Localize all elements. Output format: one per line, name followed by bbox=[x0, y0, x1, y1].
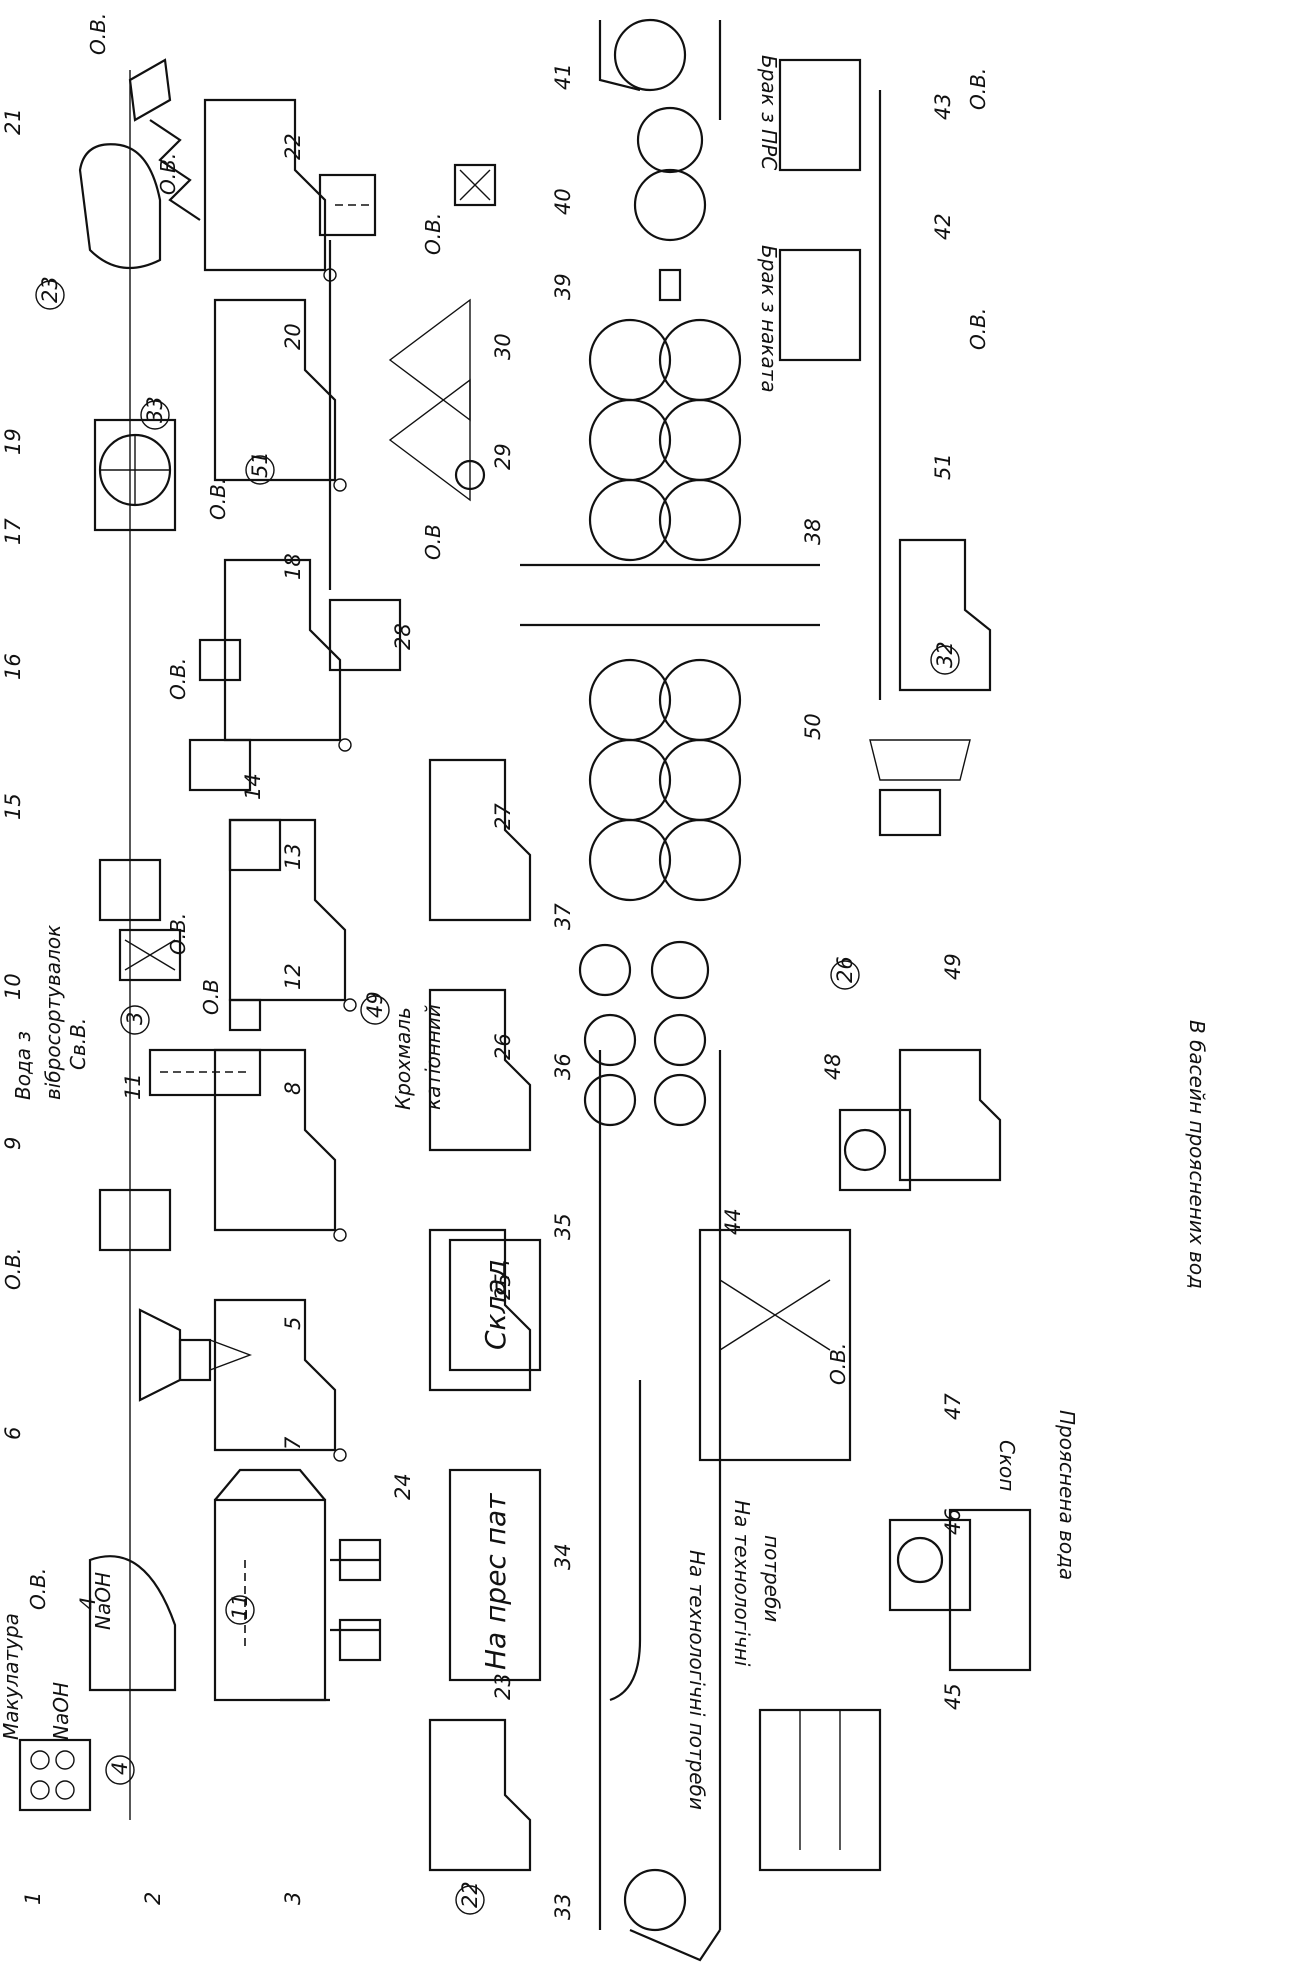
label-tech-b2: потреби bbox=[760, 1535, 784, 1622]
label-skyd: Скоп bbox=[995, 1440, 1019, 1491]
num-22: 22 bbox=[281, 133, 305, 160]
num-41: 41 bbox=[551, 63, 575, 90]
label-naoh-2: NaOH bbox=[91, 1572, 115, 1630]
num-34: 34 bbox=[551, 1543, 575, 1570]
num-1: 1 bbox=[21, 1892, 45, 1905]
ref-22: 22 bbox=[458, 1881, 482, 1908]
label-voda-1: Вода з bbox=[11, 1031, 35, 1100]
num-40: 40 bbox=[551, 188, 575, 215]
num-23: 23 bbox=[491, 1673, 515, 1700]
ref-26: 26 bbox=[833, 956, 857, 983]
ref-32: 32 bbox=[933, 641, 957, 668]
num-50: 50 bbox=[801, 713, 825, 740]
num-17: 17 bbox=[1, 518, 25, 545]
label-ov-11: О.В bbox=[421, 524, 445, 560]
label-ov-10: О.В. bbox=[421, 213, 445, 255]
boxed-labels: На прес пат Склад bbox=[479, 1259, 512, 1670]
ref-33: 33 bbox=[143, 396, 167, 423]
num-37: 37 bbox=[551, 903, 575, 930]
label-ov-3: О.В. bbox=[166, 913, 190, 955]
paper-machine bbox=[520, 20, 850, 1960]
label-ov-8: О.В. bbox=[86, 13, 110, 55]
label-tech-a: На технологічні потреби bbox=[685, 1550, 709, 1810]
num-45: 45 bbox=[941, 1683, 965, 1710]
label-tech-b1: На технологічні bbox=[730, 1500, 754, 1667]
ref-23: 23 bbox=[38, 276, 62, 303]
num-42: 42 bbox=[931, 213, 955, 240]
num-47: 47 bbox=[941, 1393, 965, 1420]
num-21: 21 bbox=[1, 108, 25, 135]
num-18: 18 bbox=[281, 553, 305, 580]
num-14: 14 bbox=[241, 773, 265, 800]
num-26: 26 bbox=[491, 1033, 515, 1060]
num-46: 46 bbox=[941, 1508, 965, 1535]
num-2: 2 bbox=[141, 1892, 165, 1905]
num-49: 49 bbox=[941, 953, 965, 980]
ref-3: 3 bbox=[123, 1012, 147, 1025]
num-24: 24 bbox=[391, 1473, 415, 1500]
num-10: 10 bbox=[1, 973, 25, 1000]
num-30: 30 bbox=[491, 333, 515, 360]
num-44: 44 bbox=[721, 1208, 745, 1235]
num-43: 43 bbox=[931, 93, 955, 120]
label-ov-12: О.В. bbox=[826, 1343, 850, 1385]
label-ov-7: О.В. bbox=[156, 153, 180, 195]
num-38: 38 bbox=[801, 518, 825, 545]
label-ov-13: О.В. bbox=[966, 308, 990, 350]
label-ov-1: О.В. bbox=[26, 1568, 50, 1610]
num-27: 27 bbox=[491, 803, 515, 830]
label-prosvitlena: Прояснена вода bbox=[1055, 1410, 1079, 1580]
label-na-pres-pat: На прес пат bbox=[479, 1493, 512, 1670]
num-8: 8 bbox=[281, 1082, 305, 1095]
num-19: 19 bbox=[1, 428, 25, 455]
right-side-labels: Брак з ПРС Брак з наката На технологічні… bbox=[685, 55, 1209, 1810]
num-12: 12 bbox=[281, 963, 305, 990]
ref-51: 51 bbox=[248, 451, 272, 478]
num-36: 36 bbox=[551, 1053, 575, 1080]
num-13: 13 bbox=[281, 843, 305, 870]
tank-row-1 bbox=[205, 100, 356, 1461]
num-7: 7 bbox=[281, 1436, 305, 1450]
label-brak-nakata: Брак з наката bbox=[757, 245, 781, 393]
num-33: 33 bbox=[551, 1893, 575, 1920]
num-9: 9 bbox=[1, 1137, 25, 1150]
process-labels: Макулатура NaOH NaOH О.В. О.В. Св.В. Вод… bbox=[0, 13, 990, 1740]
label-naoh-1: NaOH bbox=[49, 1682, 73, 1740]
ref-49: 49 bbox=[363, 991, 387, 1018]
label-sv: Св.В. bbox=[66, 1018, 90, 1070]
num-28: 28 bbox=[391, 623, 415, 650]
num-29: 29 bbox=[491, 443, 515, 470]
num-15: 15 bbox=[1, 793, 25, 820]
label-ov-6: О.В. bbox=[206, 478, 230, 520]
num-16: 16 bbox=[1, 653, 25, 680]
label-krohmal-1: Крохмаль bbox=[391, 1007, 415, 1110]
num-39: 39 bbox=[551, 273, 575, 300]
ref-4: 4 bbox=[108, 1762, 132, 1775]
thickener-group bbox=[80, 60, 200, 530]
num-6: 6 bbox=[1, 1427, 25, 1440]
num-3: 3 bbox=[281, 1892, 305, 1905]
label-basein-r: В басейн прояснених вод bbox=[1185, 1020, 1209, 1289]
label-ov-14: О.В. bbox=[966, 68, 990, 110]
label-voda-2: вібросортувалок bbox=[41, 925, 65, 1100]
num-35: 35 bbox=[551, 1213, 575, 1240]
num-5: 5 bbox=[281, 1317, 305, 1330]
num-20: 20 bbox=[281, 323, 305, 350]
label-ov-2: О.В. bbox=[1, 1248, 25, 1290]
label-makulatura: Макулатура bbox=[0, 1613, 23, 1740]
label-ov-4: О.В bbox=[199, 979, 223, 1015]
num-48: 48 bbox=[821, 1053, 845, 1080]
ref-11: 11 bbox=[228, 1593, 252, 1620]
label-brak-prs: Брак з ПРС bbox=[757, 55, 781, 170]
label-sklad: Склад bbox=[479, 1259, 512, 1350]
label-ov-5: О.В. bbox=[166, 658, 190, 700]
label-krohmal-2: катіонний bbox=[421, 1004, 445, 1110]
pulper-group bbox=[20, 1470, 380, 1810]
num-11: 11 bbox=[121, 1073, 145, 1100]
num-51: 51 bbox=[931, 453, 955, 480]
